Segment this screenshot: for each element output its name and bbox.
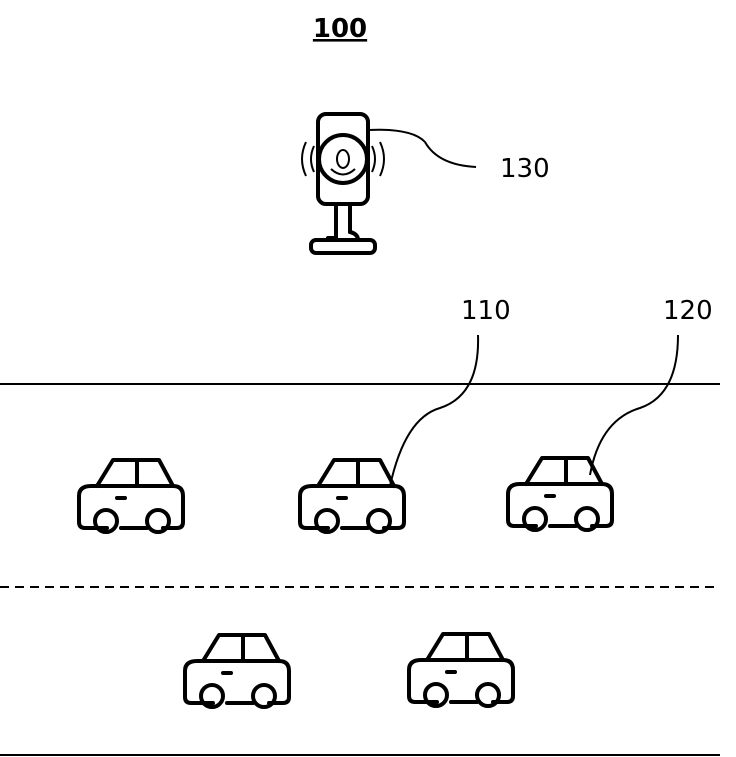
car-icon (298, 458, 406, 534)
leader-line-130 (367, 128, 477, 168)
car-icon (183, 633, 291, 709)
label-110: 110 (461, 296, 511, 326)
car-icon (506, 456, 614, 532)
label-130: 130 (500, 154, 550, 184)
roadside-sensor-icon (301, 112, 385, 255)
label-120: 120 (663, 296, 713, 326)
car-icon (407, 632, 515, 708)
leader-line-120 (589, 334, 679, 476)
car-icon (77, 458, 185, 534)
leader-line-110 (389, 334, 480, 487)
